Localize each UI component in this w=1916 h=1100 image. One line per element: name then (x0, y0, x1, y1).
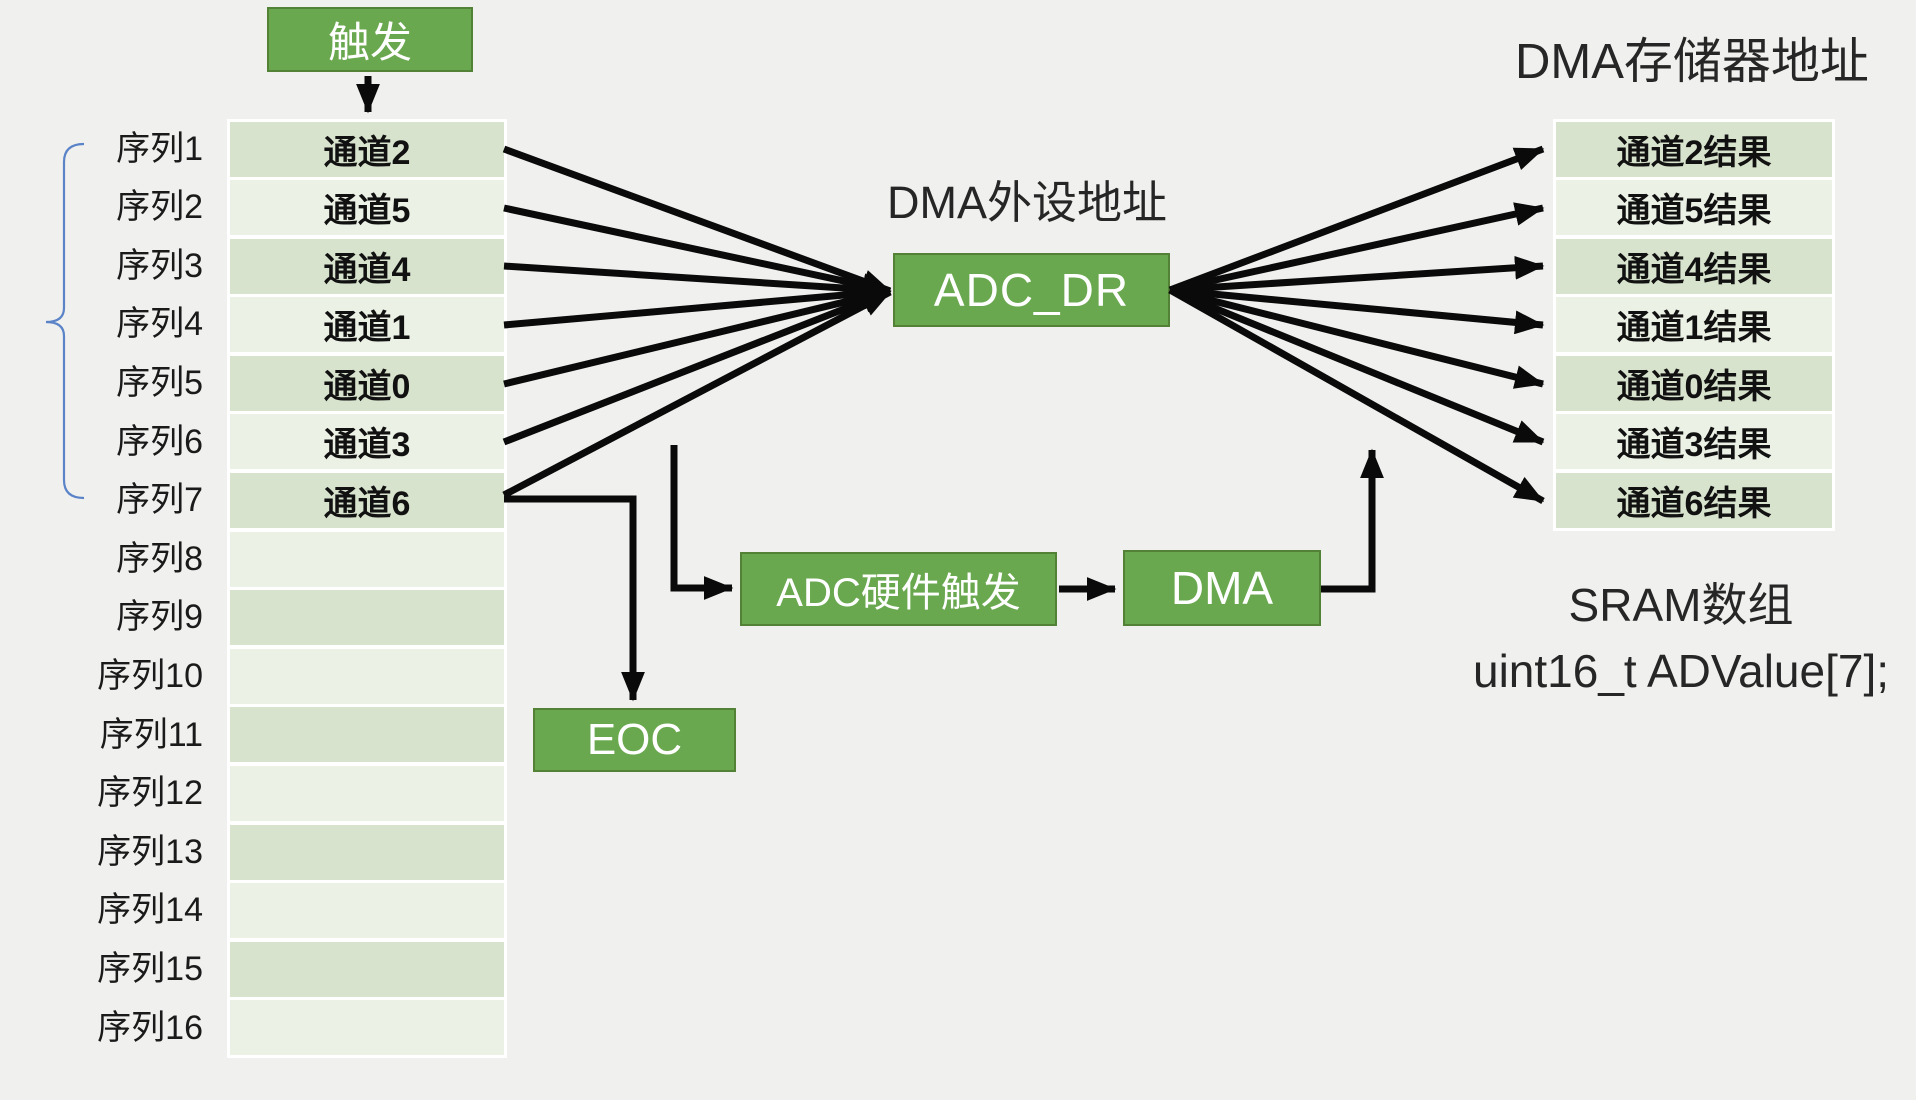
seq-label-2: 序列2 (116, 188, 203, 227)
seq-cell-16 (230, 1000, 504, 1056)
seq-cell-9 (230, 590, 504, 646)
arrow-ch3-to-adcdr (502, 287, 892, 446)
seq-cell-7: 通道6 (230, 473, 504, 529)
dma-peripheral-address-title: DMA外设地址 (887, 177, 1167, 228)
seq-cell-11 (230, 707, 504, 763)
seq-cell-6: 通道3 (230, 414, 504, 470)
seq-cell-10 (230, 648, 504, 704)
arrow-adcdr-to-res4 (1169, 255, 1545, 294)
seq-label-10: 序列10 (97, 656, 203, 695)
adc-hw-trigger-box: ADC硬件触发 (740, 552, 1057, 626)
dma-label: DMA (1170, 562, 1274, 614)
seq-label-13: 序列13 (97, 832, 203, 871)
seq-label-9: 序列9 (116, 598, 203, 637)
dma-memory-address-title: DMA存储器地址 (1515, 35, 1869, 89)
adc-dr-box: ADC_DR (893, 253, 1170, 327)
sram-caption: SRAM数组 uint16_t ADValue[7]; (1446, 572, 1916, 704)
seq-label-14: 序列14 (97, 891, 203, 930)
arrow-ch0-to-adcdr (503, 285, 892, 388)
sram-caption-line1: SRAM数组 (1568, 579, 1794, 631)
trigger-label: 触发 (327, 19, 412, 66)
seq-cell-13 (230, 824, 504, 880)
result-cell-ch5: 通道5结果 (1556, 180, 1832, 236)
seq-cell-3: 通道4 (230, 238, 504, 294)
seq-label-12: 序列12 (97, 774, 203, 813)
seq-label-4: 序列4 (116, 305, 203, 344)
arrow-ch6-to-adcdr (502, 288, 892, 499)
seq-label-3: 序列3 (116, 246, 203, 285)
seq-cell-12 (230, 766, 504, 822)
dma-box: DMA (1123, 550, 1321, 626)
arrow-adcdr-to-res0 (1169, 286, 1545, 389)
seq-label-7: 序列7 (116, 481, 203, 520)
eoc-label: EOC (586, 715, 683, 764)
arrow-adcdr-to-res1 (1169, 286, 1545, 335)
result-cell-ch1: 通道1结果 (1556, 297, 1832, 353)
seq-label-8: 序列8 (116, 539, 203, 578)
seq-label-16: 序列16 (97, 1008, 203, 1047)
seq-cell-1: 通道2 (230, 121, 504, 177)
seq-label-15: 序列15 (97, 949, 203, 988)
arrow-ch6-to-eoc (504, 495, 645, 702)
seq-cell-8 (230, 531, 504, 587)
eoc-box: EOC (533, 708, 736, 772)
channel-sequence-table: 通道2 通道5 通道4 通道1 通道0 通道3 通道6 (227, 118, 507, 1059)
arrow-adcdr-to-res6 (1168, 286, 1545, 505)
seq-label-5: 序列5 (116, 363, 203, 402)
adc-dr-label: ADC_DR (933, 264, 1130, 316)
arrow-adcdr-to-res3 (1168, 286, 1545, 446)
seq-cell-4: 通道1 (230, 297, 504, 353)
arrow-ch1-to-adcdr (503, 281, 892, 329)
adc-hw-trigger-label: ADC硬件触发 (776, 571, 1021, 615)
sram-caption-line2: uint16_t ADValue[7]; (1473, 645, 1889, 697)
seq-cell-15 (230, 941, 504, 997)
result-cell-ch0: 通道0结果 (1556, 355, 1832, 411)
result-cell-ch3: 通道3结果 (1556, 414, 1832, 470)
arrow-ch4-to-adcdr (503, 262, 892, 302)
result-cell-ch2: 通道2结果 (1556, 121, 1832, 177)
seq-label-6: 序列6 (116, 422, 203, 461)
seq-label-11: 序列11 (99, 715, 203, 754)
result-memory-table: 通道2结果 通道5结果 通道4结果 通道1结果 通道0结果 通道3结果 通道6结… (1553, 118, 1835, 532)
result-cell-ch4: 通道4结果 (1556, 238, 1832, 294)
seq-label-1: 序列1 (116, 129, 203, 168)
result-cell-ch6: 通道6结果 (1556, 473, 1832, 529)
trigger-box: 触发 (267, 7, 473, 72)
seq-cell-5: 通道0 (230, 355, 504, 411)
seq-cell-14 (230, 883, 504, 939)
arrow-dma-up (1321, 448, 1384, 593)
arrow-branch-to-hwtrigger (670, 445, 734, 600)
seq-cell-2: 通道5 (230, 180, 504, 236)
